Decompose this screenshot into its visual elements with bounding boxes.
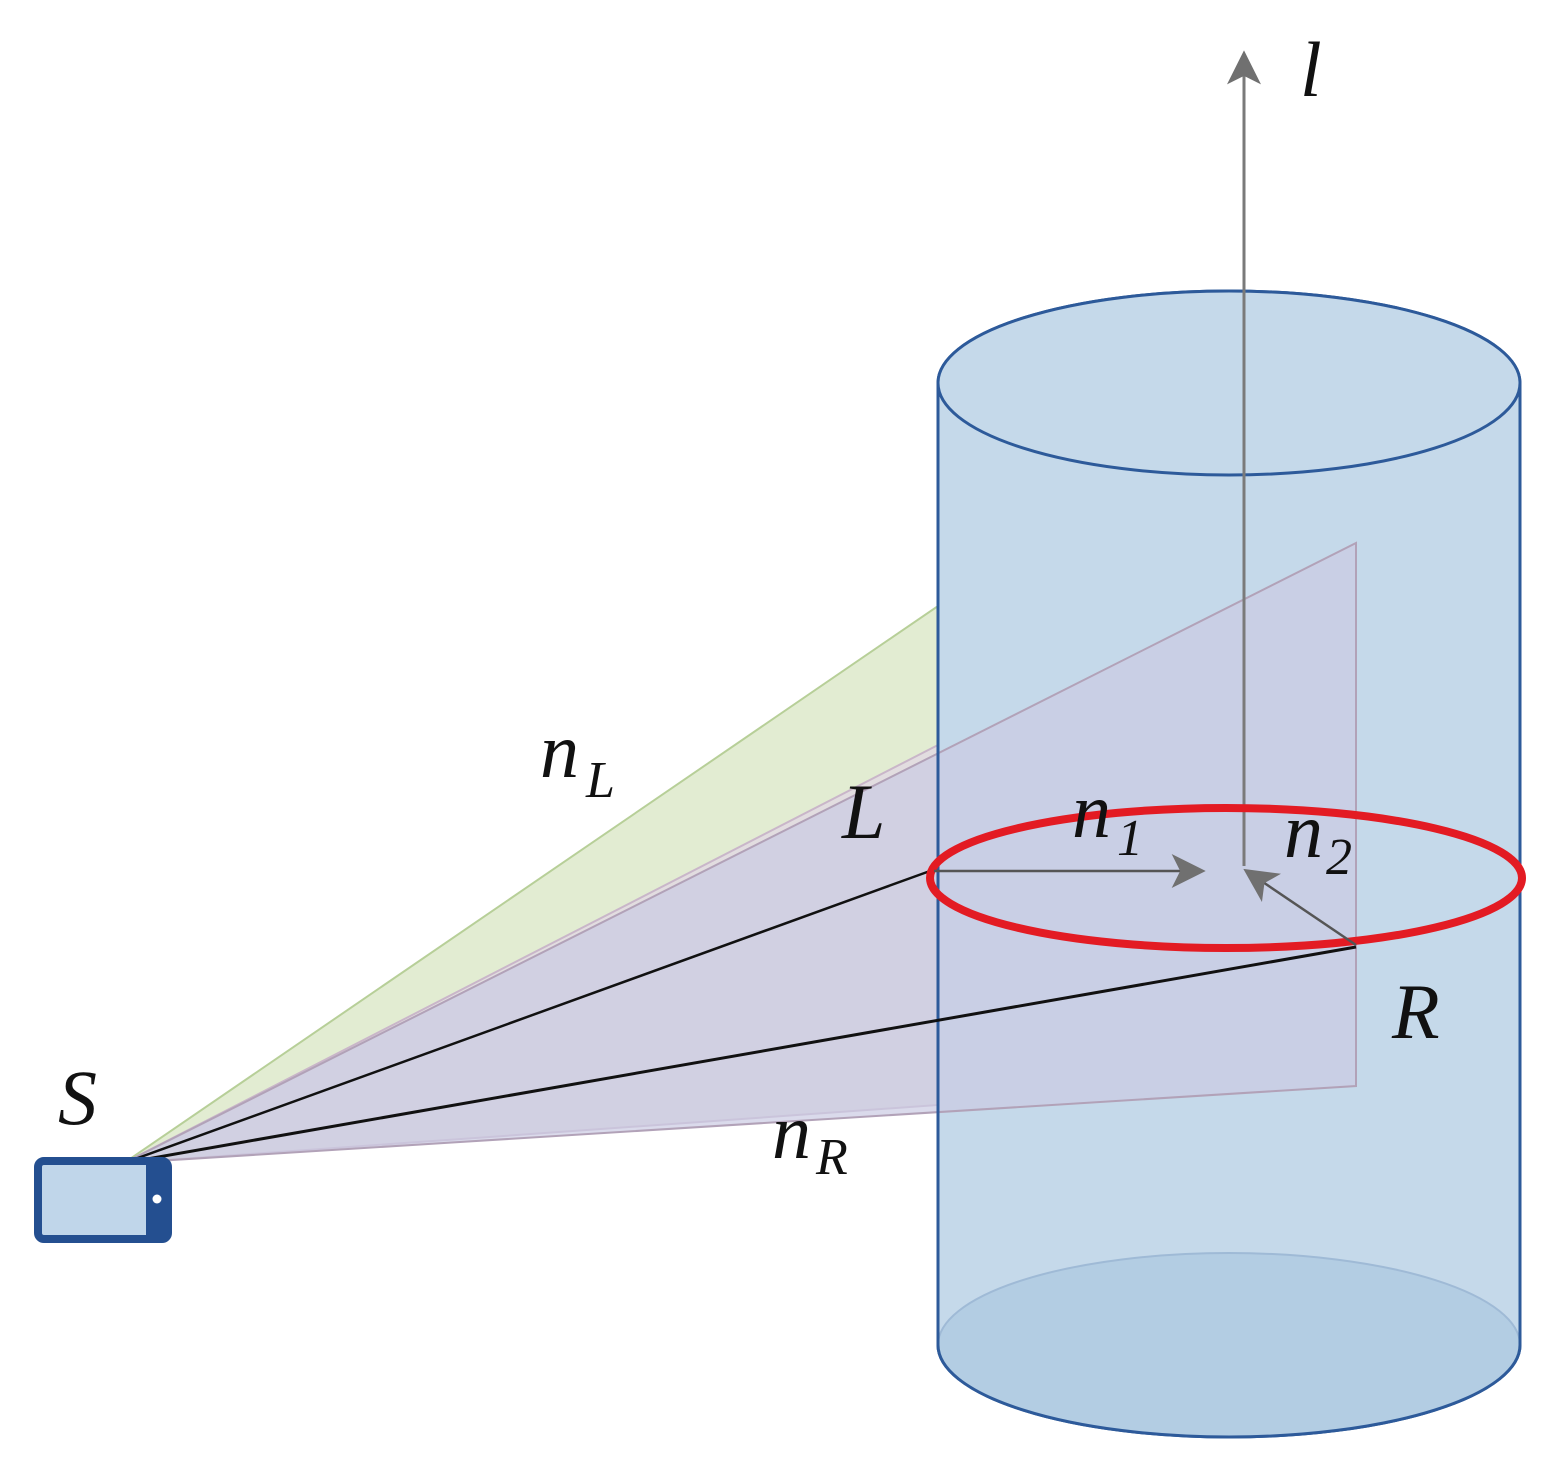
tablet-body bbox=[34, 1157, 172, 1243]
point-r-label: R bbox=[1391, 968, 1440, 1055]
cylinder-top-face bbox=[936, 289, 1522, 477]
point-l-label: L bbox=[841, 768, 885, 855]
normal-nl-label: n L bbox=[540, 707, 615, 809]
svg-text:2: 2 bbox=[1326, 829, 1352, 886]
normal-n1-label: n 1 bbox=[1072, 767, 1143, 867]
source-s-label: S bbox=[58, 1054, 97, 1141]
tablet-home-button bbox=[152, 1194, 162, 1204]
svg-text:R: R bbox=[815, 1129, 848, 1186]
svg-text:L: L bbox=[585, 752, 615, 809]
axis-l-label: l bbox=[1300, 26, 1322, 113]
ray-s-to-r bbox=[123, 945, 1357, 1165]
normal-n2-arrow bbox=[1243, 868, 1357, 947]
ray-s-to-l bbox=[123, 869, 931, 1165]
svg-text:n: n bbox=[1284, 787, 1323, 874]
projection-plane bbox=[123, 541, 1357, 1164]
cross-section-ring bbox=[926, 804, 1526, 952]
svg-text:n: n bbox=[540, 707, 579, 794]
normal-n2-label: n 2 bbox=[1284, 787, 1352, 886]
svg-text:n: n bbox=[1072, 767, 1111, 854]
cylinder-bottom-rim bbox=[936, 1344, 1522, 1439]
svg-text:n: n bbox=[772, 1088, 811, 1175]
svg-text:1: 1 bbox=[1117, 810, 1143, 867]
normal-nr-label: n R bbox=[772, 1088, 848, 1186]
tablet-icon bbox=[34, 1157, 172, 1243]
